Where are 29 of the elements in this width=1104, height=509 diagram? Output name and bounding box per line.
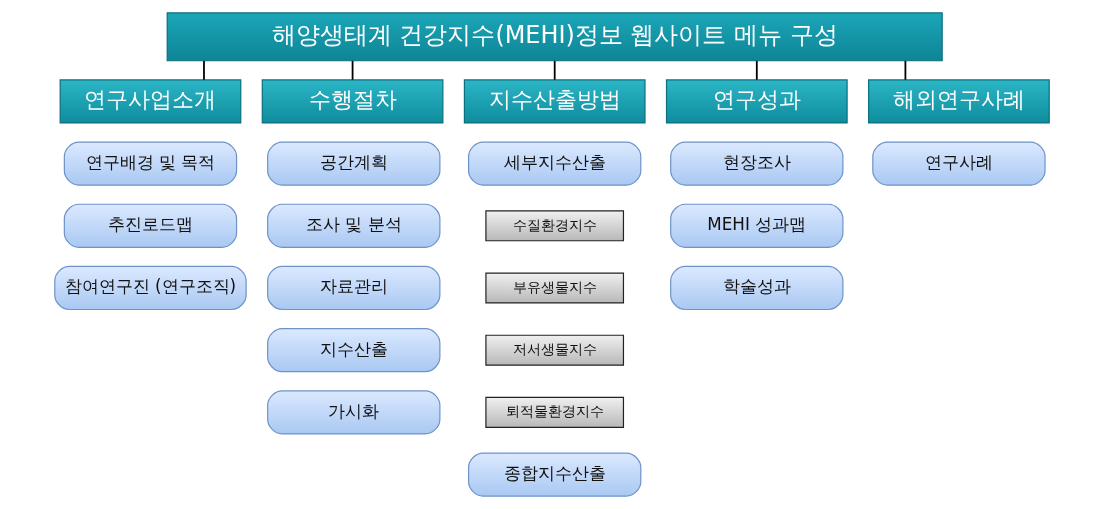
- node-box: 부유생물지수: [485, 272, 625, 304]
- node-box: 연구사례: [872, 141, 1046, 186]
- node-box: 연구사업소개: [59, 79, 242, 124]
- connector: [755, 60, 758, 81]
- node-box: 조사 및 분석: [267, 203, 441, 248]
- node-box: 해양생태계 건강지수(MEHI)정보 웹사이트 메뉴 구성: [166, 12, 943, 62]
- node-box: 참여연구진 (연구조직): [54, 265, 247, 311]
- node-box: 수행절차: [261, 79, 444, 124]
- node-box: 현장조사: [670, 141, 844, 186]
- node-box: 수질환경지수: [485, 210, 625, 242]
- node-box: 세부지수산출: [467, 141, 642, 186]
- node-box: MEHI 성과맵: [670, 203, 844, 248]
- node-box: 연구성과: [665, 79, 848, 124]
- node-box: 종합지수산출: [467, 452, 642, 497]
- node-box: 자료관리: [267, 265, 441, 311]
- connector: [203, 60, 205, 81]
- node-box: 공간계획: [267, 141, 441, 186]
- node-box: 퇴적물환경지수: [485, 396, 625, 428]
- node-box: 지수산출: [267, 328, 441, 373]
- node-box: 지수산출방법: [463, 79, 646, 124]
- node-box: 해외연구사례: [868, 79, 1050, 124]
- node-box: 학술성과: [670, 265, 844, 311]
- connector: [351, 60, 354, 81]
- connector: [553, 60, 556, 81]
- node-box: 추진로드맵: [63, 203, 238, 248]
- node-box: 가시화: [267, 390, 441, 435]
- node-box: 저서생물지수: [485, 334, 625, 366]
- connector: [904, 60, 907, 81]
- node-box: 연구배경 및 목적: [63, 141, 238, 186]
